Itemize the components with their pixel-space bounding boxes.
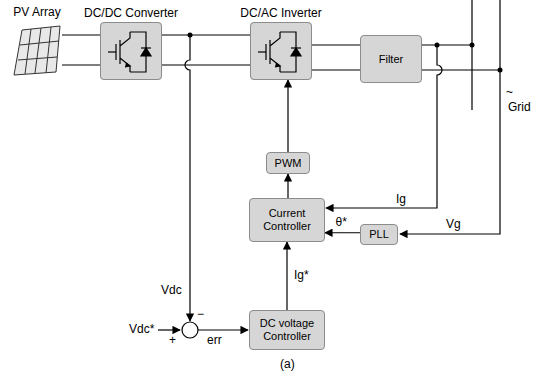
pv-array: PV Array bbox=[12, 22, 62, 77]
signal-name: Vdc* bbox=[128, 323, 155, 336]
igbt-symbol bbox=[258, 32, 301, 72]
signal-arrow bbox=[287, 174, 288, 198]
pv-panel bbox=[14, 26, 60, 75]
ac-symbol: ~ bbox=[505, 86, 514, 99]
power-wire bbox=[312, 45, 360, 70]
reference-wire bbox=[158, 329, 180, 330]
block-label: Filter bbox=[379, 53, 403, 66]
inverter-fill bbox=[250, 22, 312, 80]
summing-junction bbox=[182, 322, 198, 338]
junction-dot bbox=[470, 43, 475, 48]
signal-arrow bbox=[325, 232, 360, 233]
grid-label: Grid bbox=[507, 101, 532, 114]
signal-name: Vg bbox=[445, 218, 462, 231]
figure-label: (a) bbox=[279, 358, 296, 371]
signal-arrow bbox=[286, 242, 287, 310]
filter-box: Filter bbox=[360, 35, 422, 83]
block-heading: DC/AC Inverter bbox=[240, 6, 321, 20]
block-label: PWM bbox=[275, 157, 302, 170]
signal-name: Ig bbox=[395, 193, 407, 206]
pll-box: PLL bbox=[360, 224, 398, 245]
controller-box: Current Controller bbox=[249, 198, 325, 242]
block-label: DC voltage Controller bbox=[254, 317, 320, 342]
pwm-box: PWM bbox=[266, 152, 310, 174]
error-wire bbox=[198, 329, 248, 330]
block-heading: PV Array bbox=[13, 5, 60, 19]
feedback-wire bbox=[400, 110, 500, 234]
signal-name: Ig* bbox=[293, 269, 310, 282]
sign-symbol: − bbox=[196, 308, 205, 321]
controller-box: DC voltage Controller bbox=[249, 310, 325, 350]
converter-fill bbox=[100, 22, 162, 80]
converter-box: DC/DC Converter bbox=[100, 22, 162, 80]
power-wire bbox=[62, 35, 100, 65]
vdc-sense-wire bbox=[185, 35, 190, 321]
sign-symbol: + bbox=[168, 334, 177, 347]
inverter-box: DC/AC Inverter bbox=[250, 22, 312, 80]
junction-dot bbox=[498, 68, 503, 73]
signal-name: err bbox=[206, 334, 223, 347]
block-heading: DC/DC Converter bbox=[84, 6, 178, 20]
signal-arrow bbox=[287, 80, 288, 152]
signal-name: θ* bbox=[335, 216, 348, 229]
block-label: PLL bbox=[369, 228, 389, 241]
igbt-symbol bbox=[108, 32, 151, 72]
signal-name: Vdc bbox=[160, 284, 183, 297]
grid-wires bbox=[422, 0, 500, 110]
block-label: Current Controller bbox=[254, 207, 320, 232]
power-wire bbox=[162, 35, 250, 65]
